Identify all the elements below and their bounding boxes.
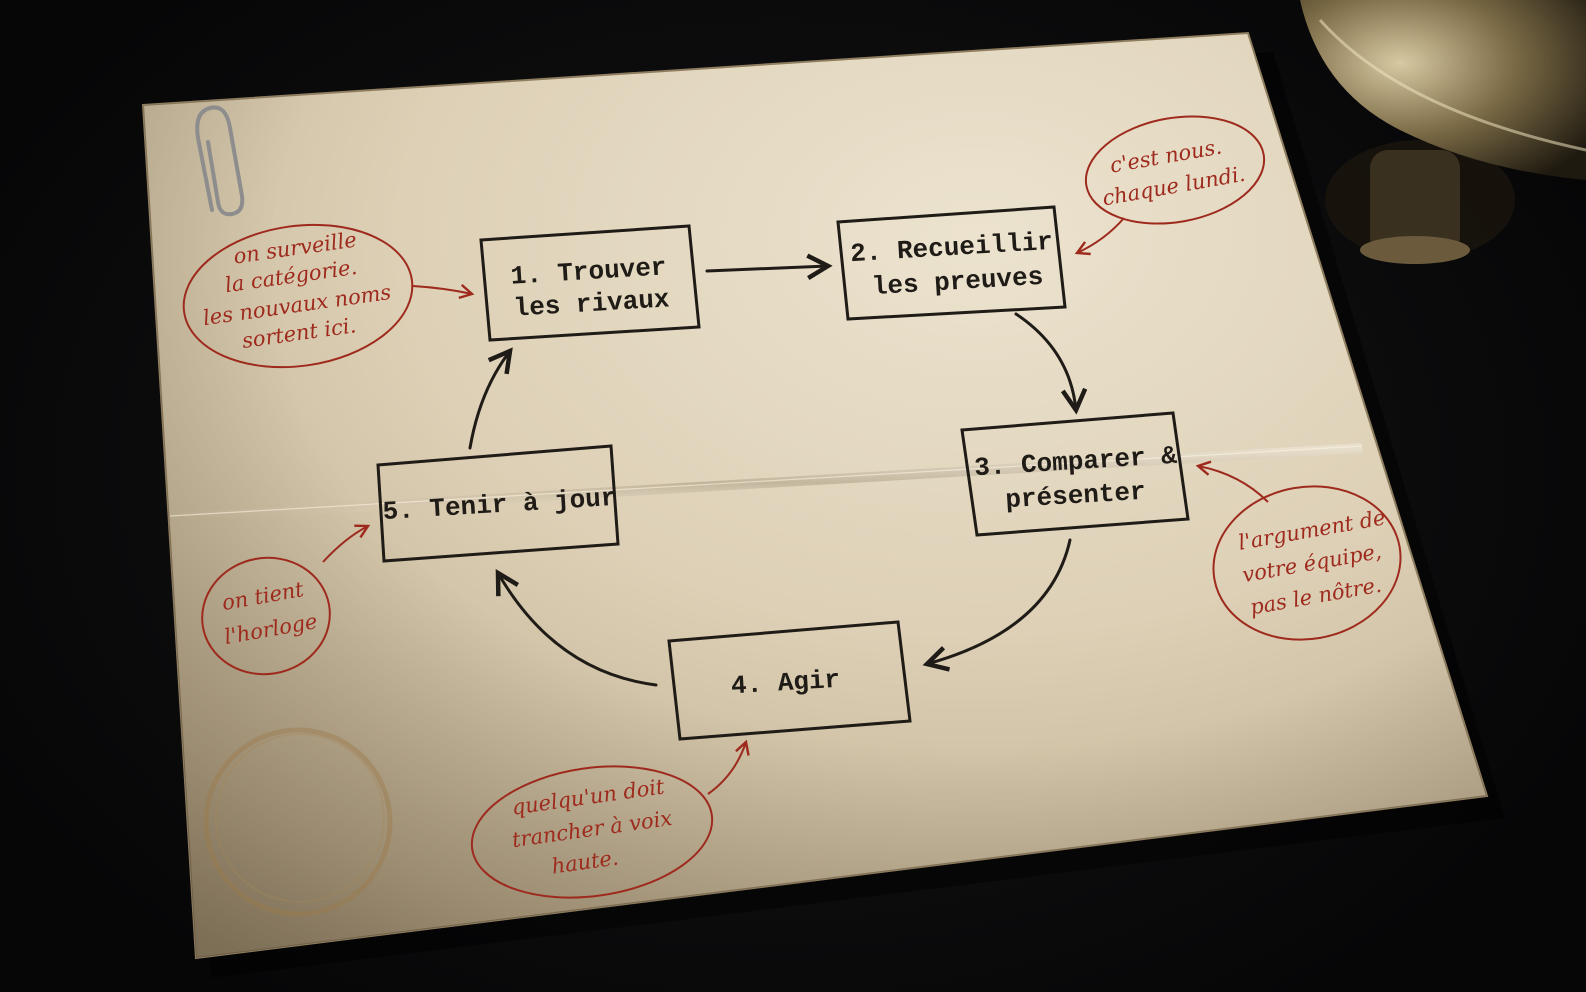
note-3-arrow: [1195, 460, 1269, 503]
paperclip-icon: [195, 105, 245, 217]
step-box-4: 4. Agir: [667, 620, 912, 741]
paper-sheet: [141, 31, 1489, 960]
arrow-2-to-3: [1014, 312, 1076, 410]
arrow-1-to-2: [705, 266, 828, 271]
arrow-4-to-5: [498, 573, 658, 687]
desk-lamp-icon: [1300, 0, 1586, 264]
cycle-arrows: [468, 266, 1076, 687]
note-1-arrow: [412, 283, 475, 300]
arrow-3-to-4: [927, 538, 1072, 664]
note-2-arrow: [1074, 217, 1125, 256]
step-4-line-1: 4. Agir: [730, 665, 841, 702]
coffee-ring-icon: [203, 727, 393, 917]
paper-fold: [169, 443, 1363, 523]
note-5-arrow: [322, 524, 371, 563]
note-4-arrow: [707, 739, 750, 795]
arrow-5-to-1: [468, 351, 510, 450]
